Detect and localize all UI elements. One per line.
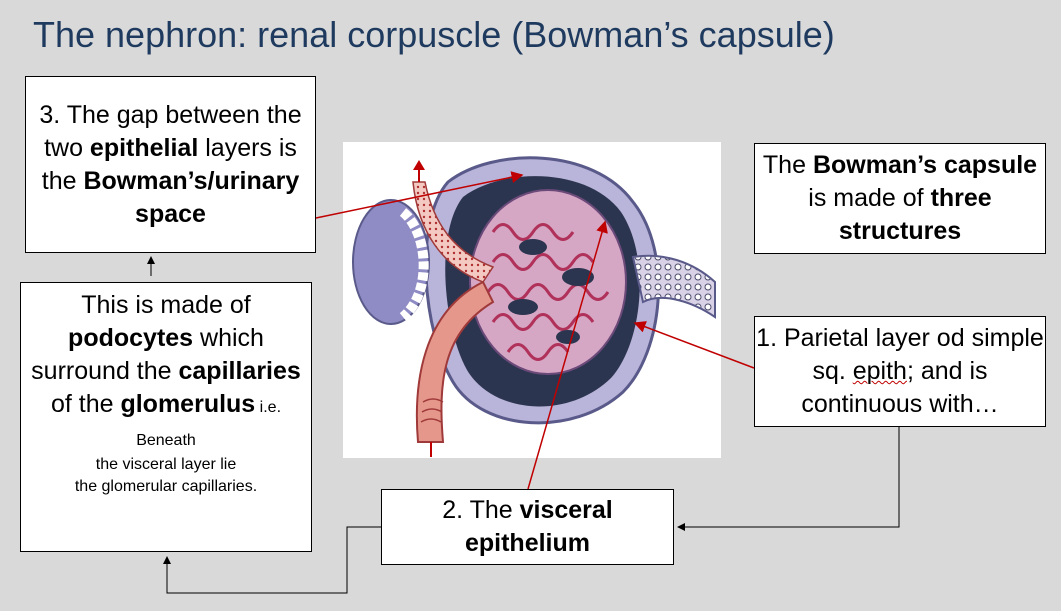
renal-corpuscle-illustration [343,142,721,458]
podocytes-box: This is made of podocytes which surround… [20,282,312,552]
box3-text-1: 3. The gap between the two [39,100,302,162]
podo-bold-capillaries: capillaries [178,357,301,385]
box3-text-2: layers is the [41,133,297,195]
bowman-text-2: is made of [808,184,931,212]
podo-small-3: the glomerular capillaries. [74,478,258,495]
box1-text-1: 1. Parietal layer od simple sq. [756,324,1044,385]
box2-bold-visceral: visceral epithelium [464,496,613,557]
podo-bold-podocytes: podocytes [68,324,194,352]
page-title: The nephron: renal corpuscle (Bowman’s c… [33,14,835,55]
bowman-bold-capsule: Bowman’s capsule [812,151,1038,179]
parietal-layer-box: 1. Parietal layer od simple sq. epith; a… [754,316,1046,427]
bowman-text-1: The [762,151,813,179]
podo-small-2: the visceral layer lie [95,456,237,473]
box1-spellcheck-word: epith [852,357,907,385]
podo-bold-glomerulus: glomerulus [120,390,256,418]
podo-text-2: which surround the [31,324,264,385]
bowman-bold-three: three structures [838,184,992,245]
podo-text-1: This is made of [81,291,251,319]
podo-text-3: of the [50,390,121,418]
box3-bold-space: Bowman’s/urinary space [83,166,300,228]
visceral-epithelium-box: 2. The visceral epithelium [381,489,674,565]
box2-text-1: 2. The [442,496,520,524]
distal-tubule-shape [352,199,430,325]
box3-bold-epithelial: epithelial [89,133,199,162]
box1-text-2: ; and is continuous with… [801,357,999,418]
podo-small-1: i.e. Beneath [136,399,282,449]
urinary-space-box: 3. The gap between the two epithelial la… [25,76,316,253]
bowman-capsule-box: The Bowman’s capsule is made of three st… [754,143,1046,254]
glomerulus-shape [469,189,627,375]
proximal-tubule-shape [631,254,716,319]
